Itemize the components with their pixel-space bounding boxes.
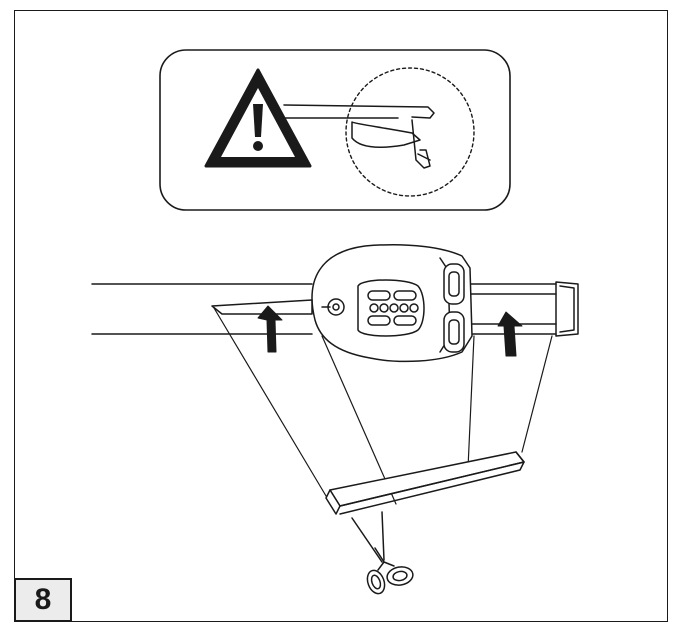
- curtain-track: [91, 281, 579, 337]
- motor-unit: [311, 243, 473, 363]
- step-number: 8: [34, 583, 52, 616]
- scissors-icon: [351, 511, 414, 595]
- tab-detail-zoom: [283, 67, 475, 197]
- control-knob: [321, 298, 345, 316]
- up-arrow-icon: [497, 311, 523, 357]
- step-number-box: 8: [14, 578, 72, 622]
- up-arrow-icon: [257, 305, 283, 353]
- button-panel: [357, 279, 425, 337]
- bottom-rail: [325, 451, 525, 515]
- warning-triangle-icon: [204, 68, 312, 168]
- cord-lines: [213, 307, 553, 507]
- left-glider-bar: [211, 299, 313, 315]
- warning-callout: [159, 49, 511, 211]
- page-frame: [14, 10, 668, 622]
